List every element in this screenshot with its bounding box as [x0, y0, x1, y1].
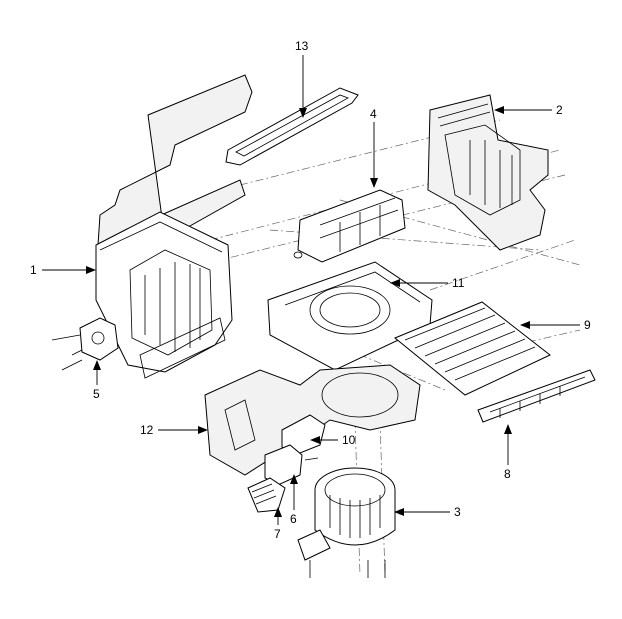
- part-2-intake-case: [427, 94, 549, 251]
- callout-2: 2: [556, 103, 563, 117]
- callout-11: 11: [452, 276, 465, 290]
- callout-9: 9: [584, 318, 591, 332]
- callout-10: 10: [342, 433, 356, 447]
- part-5-actuator: [51, 317, 119, 371]
- callout-8: 8: [504, 467, 511, 481]
- part-8-filter-cover: [477, 369, 596, 423]
- part-9-filter: [394, 301, 551, 396]
- callout-labels: 1 2 3 4 5 6 7 8 9 10 11 12 13: [30, 39, 591, 541]
- part-10-module: [281, 414, 326, 456]
- callout-4: 4: [370, 107, 377, 121]
- part-7-connector: [247, 477, 286, 513]
- part-3-blower-motor: [297, 467, 396, 578]
- part-4-duct: [293, 189, 406, 263]
- part-1-heater-case: [95, 74, 253, 379]
- part-11-upper-case: [267, 261, 433, 371]
- callout-6: 6: [290, 512, 297, 526]
- part-6-resistor: [264, 444, 319, 486]
- leader-lines: [42, 55, 580, 525]
- callout-13: 13: [295, 39, 309, 53]
- callout-1: 1: [30, 263, 37, 277]
- callout-7: 7: [274, 527, 281, 541]
- callout-12: 12: [140, 423, 154, 437]
- callout-5: 5: [93, 387, 100, 401]
- part-13-gasket: [225, 87, 359, 166]
- callout-3: 3: [454, 505, 461, 519]
